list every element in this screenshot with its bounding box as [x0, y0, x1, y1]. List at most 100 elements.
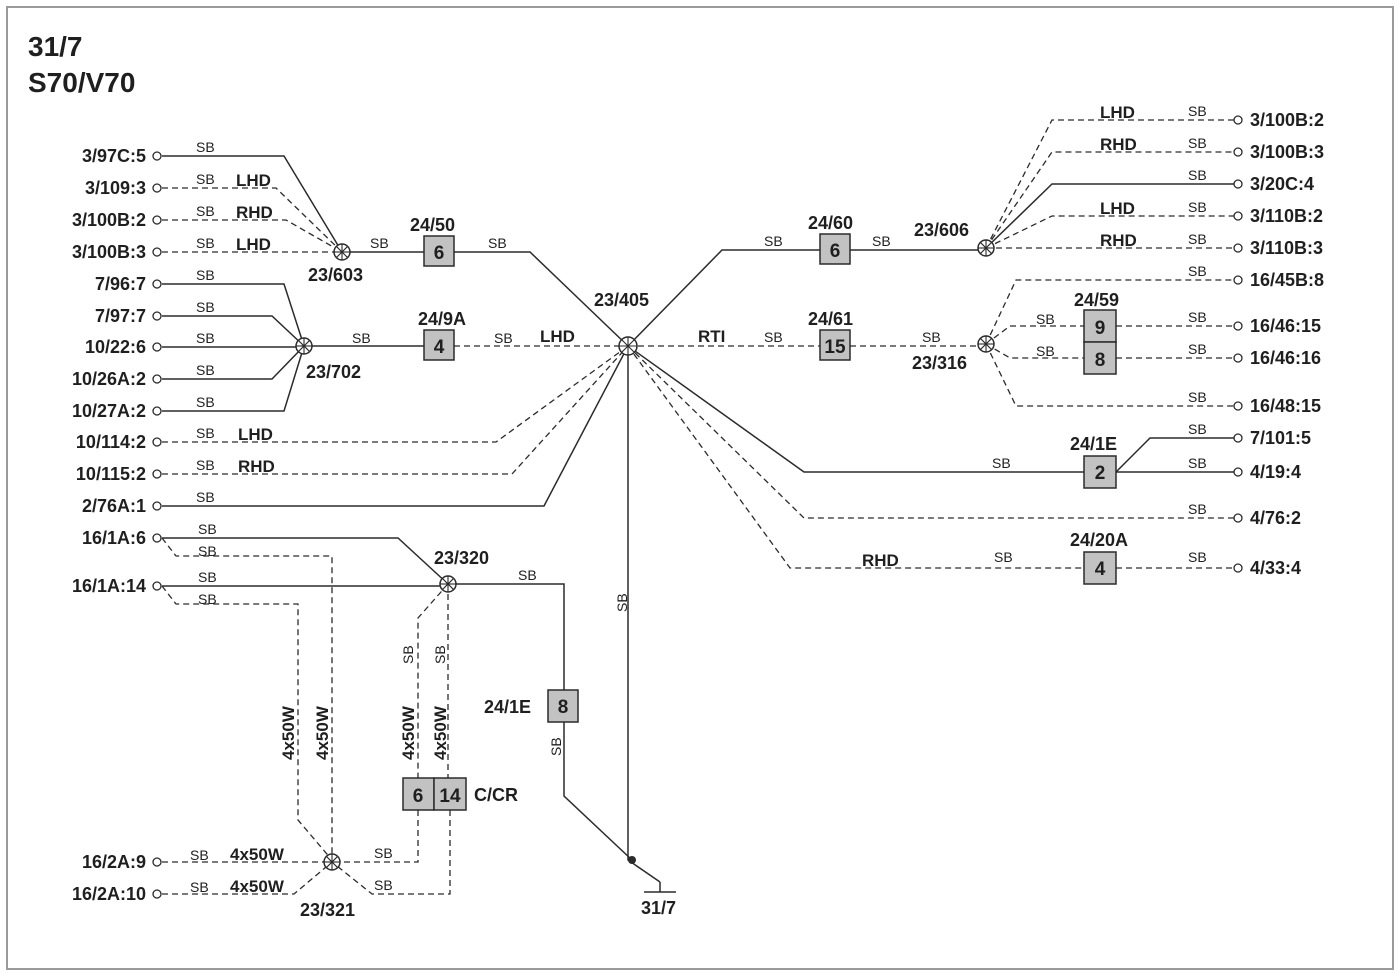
svg-text:SB: SB [1188, 501, 1207, 517]
svg-text:SB: SB [196, 362, 215, 378]
svg-text:SB: SB [196, 457, 215, 473]
connector-label: 2/76A:1 [82, 496, 146, 516]
splices: 23/603 23/702 23/405 23/606 23/316 23/32… [295, 220, 995, 920]
svg-text:SB: SB [196, 330, 215, 346]
svg-text:4: 4 [1095, 559, 1106, 580]
svg-text:24/61: 24/61 [808, 309, 853, 329]
svg-text:6: 6 [830, 241, 841, 262]
svg-text:SB: SB [1188, 135, 1207, 151]
wire-color-labels: SB SB SB SB SB SB SB SB SB SB SB SB SB S… [190, 103, 1207, 895]
connector-label: 10/114:2 [76, 432, 146, 452]
svg-text:SB: SB [614, 593, 630, 612]
fuse-24-61: 15 24/61 [808, 309, 853, 361]
fuse-24-60: 6 24/60 [808, 213, 853, 265]
model-title: S70/V70 [28, 67, 135, 98]
connector-label: 4/33:4 [1250, 558, 1301, 578]
fuse-24-59: 9 8 24/59 [1074, 290, 1119, 375]
fuse-24-20a: 4 24/20A [1070, 530, 1128, 585]
svg-text:23/702: 23/702 [306, 362, 361, 382]
splice-23-320 [439, 575, 457, 593]
diagram-border [6, 6, 1394, 970]
connector-label: 16/46:16 [1250, 348, 1321, 368]
svg-text:SB: SB [190, 847, 209, 863]
svg-text:SB: SB [764, 233, 783, 249]
svg-text:SB: SB [196, 299, 215, 315]
svg-text:14: 14 [439, 786, 461, 807]
svg-text:LHD: LHD [540, 327, 575, 346]
connector-label: 3/20C:4 [1250, 174, 1314, 194]
svg-text:RHD: RHD [238, 457, 275, 476]
harness-labels: 4x50W 4x50W 4x50W 4x50W 4x50W 4x50W [230, 705, 450, 896]
fuse-24-50: 6 24/50 [410, 215, 455, 267]
svg-text:SB: SB [922, 329, 941, 345]
connector-label: 4/19:4 [1250, 462, 1301, 482]
option-labels: LHD RHD LHD LHD RHD LHD RTI LHD RHD LHD … [236, 103, 1137, 570]
connector-label: 3/100B:2 [1250, 110, 1324, 130]
connector-label: 16/2A:10 [72, 884, 146, 904]
svg-text:SB: SB [196, 489, 215, 505]
fuse-boxes: 6 24/50 4 24/9A 6 24/60 15 24/61 9 8 24/… [402, 213, 1128, 811]
svg-text:SB: SB [196, 203, 215, 219]
svg-text:SB: SB [190, 879, 209, 895]
svg-text:24/20A: 24/20A [1070, 530, 1128, 550]
splice-23-321 [323, 853, 341, 871]
svg-text:SB: SB [374, 845, 393, 861]
connector-label: 16/45B:8 [1250, 270, 1324, 290]
svg-text:RHD: RHD [236, 203, 273, 222]
svg-text:6: 6 [434, 243, 445, 264]
svg-text:4x50W: 4x50W [313, 705, 332, 760]
svg-text:C/CR: C/CR [474, 785, 518, 805]
splice-23-405 [618, 336, 638, 356]
svg-text:SB: SB [992, 455, 1011, 471]
svg-text:4x50W: 4x50W [399, 705, 418, 760]
svg-text:SB: SB [1188, 309, 1207, 325]
svg-text:SB: SB [1188, 341, 1207, 357]
svg-text:SB: SB [400, 645, 416, 664]
svg-text:SB: SB [1188, 231, 1207, 247]
connector-label: 7/97:7 [95, 306, 146, 326]
svg-text:SB: SB [198, 543, 217, 559]
svg-text:2: 2 [1095, 463, 1106, 484]
connector-c-cr: 6 14 C/CR [402, 777, 518, 811]
svg-text:SB: SB [432, 645, 448, 664]
svg-text:SB: SB [1188, 167, 1207, 183]
svg-text:24/60: 24/60 [808, 213, 853, 233]
svg-text:24/50: 24/50 [410, 215, 455, 235]
splice-23-606 [977, 239, 995, 257]
right-terminals [1233, 115, 1243, 573]
connector-label: 7/96:7 [95, 274, 146, 294]
svg-text:SB: SB [196, 425, 215, 441]
svg-text:LHD: LHD [236, 235, 271, 254]
connector-label: 3/109:3 [85, 178, 146, 198]
svg-text:SB: SB [1188, 549, 1207, 565]
svg-text:4x50W: 4x50W [279, 705, 298, 760]
svg-text:4x50W: 4x50W [230, 877, 285, 896]
svg-text:LHD: LHD [236, 171, 271, 190]
svg-text:SB: SB [1188, 455, 1207, 471]
svg-text:SB: SB [1036, 311, 1055, 327]
page-number-title: 31/7 [28, 31, 83, 62]
connector-label: 10/26A:2 [72, 369, 146, 389]
svg-text:4: 4 [434, 337, 445, 358]
svg-text:24/59: 24/59 [1074, 290, 1119, 310]
svg-text:SB: SB [196, 267, 215, 283]
svg-text:9: 9 [1095, 318, 1106, 339]
svg-text:24/9A: 24/9A [418, 309, 466, 329]
svg-text:6: 6 [413, 786, 424, 807]
splice-23-702 [295, 337, 313, 355]
svg-text:SB: SB [198, 591, 217, 607]
svg-text:SB: SB [494, 330, 513, 346]
left-connector-labels: 3/97C:5 3/109:3 3/100B:2 3/100B:3 7/96:7… [72, 146, 146, 904]
svg-text:SB: SB [196, 139, 215, 155]
svg-text:SB: SB [1188, 199, 1207, 215]
svg-text:RHD: RHD [1100, 231, 1137, 250]
connector-label: 4/76:2 [1250, 508, 1301, 528]
svg-text:8: 8 [1095, 350, 1106, 371]
svg-text:SB: SB [764, 329, 783, 345]
svg-text:LHD: LHD [1100, 199, 1135, 218]
svg-text:23/405: 23/405 [594, 290, 649, 310]
connector-label: 3/100B:2 [72, 210, 146, 230]
svg-text:8: 8 [558, 697, 569, 718]
svg-text:SB: SB [1188, 421, 1207, 437]
